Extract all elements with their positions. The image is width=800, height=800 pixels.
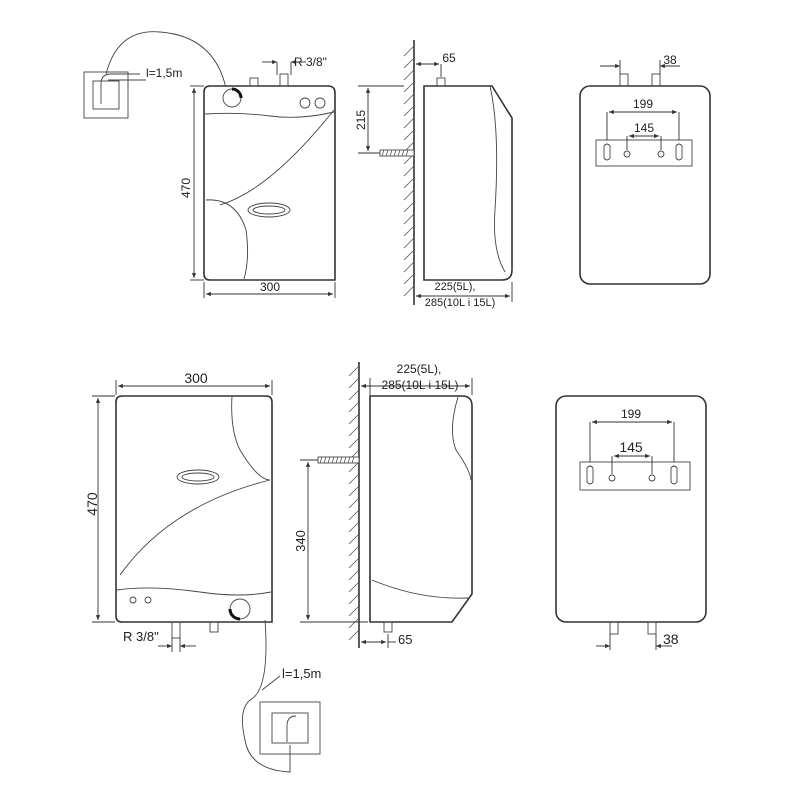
- bottom-side-depth-5l: 225(5L),: [397, 362, 442, 376]
- top-front-thermostat-knob: [222, 87, 326, 109]
- bottom-front-connector-label: R 3/8": [123, 629, 159, 644]
- bottom-front-height-label: 470: [84, 492, 100, 516]
- bottom-front-width-label: 300: [184, 370, 208, 386]
- top-back-pipe-spacing-label: 38: [663, 53, 677, 67]
- top-front-heater: [203, 85, 336, 281]
- bottom-side-mount-height-label: 340: [293, 530, 308, 552]
- top-side-pipe-offset-label: 65: [442, 51, 456, 65]
- top-side-heater: [423, 77, 513, 281]
- bottom-side-mount-bolt: [317, 456, 360, 464]
- bottom-side-depth-10-15l: 285(10L i 15L): [382, 378, 459, 392]
- bottom-front-cable: [241, 619, 291, 773]
- top-back-outer-holes-label: 199: [633, 97, 653, 111]
- top-back-inner-holes-label: 145: [634, 121, 654, 135]
- top-side-mount-height-label: 215: [354, 110, 368, 130]
- top-front-connector-label: R 3/8": [294, 55, 327, 69]
- bottom-back-outer-holes-label: 199: [621, 407, 641, 421]
- bottom-back-inner-holes-label: 145: [619, 439, 643, 455]
- top-front-height-label: 470: [179, 178, 193, 198]
- top-front-cable: [105, 31, 227, 89]
- bottom-back-heater: [555, 395, 707, 635]
- top-back-mount-plate: [595, 112, 693, 167]
- top-side-mount-bolt: [379, 149, 415, 157]
- bottom-back-pipe-spacing-label: 38: [663, 631, 679, 647]
- bottom-side-pipe-offset-label: 65: [398, 632, 412, 647]
- bottom-side-heater: [369, 395, 473, 633]
- bottom-front-heater: [115, 395, 273, 623]
- bottom-front-control-panel: [129, 596, 251, 621]
- bottom-front-pipes: [171, 621, 219, 639]
- top-side-wall: [403, 40, 415, 305]
- bottom-side-wall: [348, 362, 360, 648]
- bottom-back-mount-plate: [579, 422, 691, 491]
- bottom-front-socket: [259, 701, 321, 755]
- bottom-front-cable-label: l=1,5m: [282, 666, 321, 681]
- top-front-cable-label: l=1,5m: [146, 66, 182, 80]
- top-side-depth-10-15l: 285(10L i 15L): [425, 297, 496, 309]
- top-front-width-label: 300: [260, 280, 280, 294]
- top-back-heater: [579, 73, 711, 285]
- top-front-socket: [83, 71, 140, 119]
- top-side-depth-5l: 225(5L),: [435, 281, 476, 293]
- top-front-pipes: [249, 73, 289, 87]
